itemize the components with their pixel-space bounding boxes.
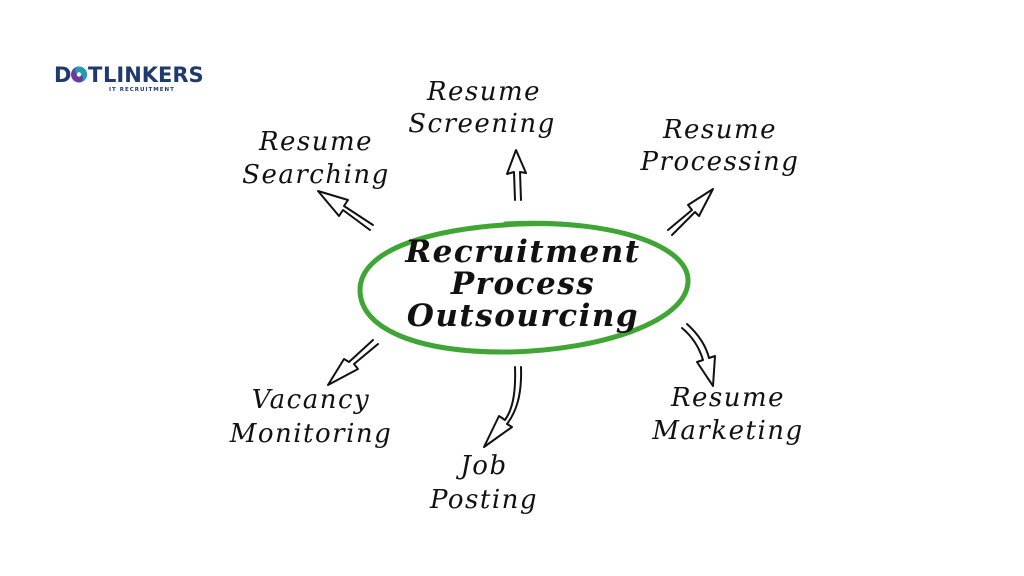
- node-resume-processing-line-2: Processing: [640, 147, 800, 177]
- node-resume-screening-line-1: Resume: [426, 77, 541, 107]
- logo-letter-t: T: [88, 63, 103, 87]
- node-resume-searching-line-1: Resume: [258, 127, 373, 157]
- node-vacancy-monitoring: Vacancy Monitoring: [229, 385, 393, 449]
- node-resume-processing: Resume Processing: [640, 115, 800, 177]
- svg-text:T: T: [88, 63, 103, 87]
- center-line-2: Process: [450, 266, 595, 302]
- node-vacancy-monitoring-line-1: Vacancy: [252, 385, 370, 415]
- center-line-1: Recruitment: [404, 234, 640, 270]
- center-line-3: Outsourcing: [407, 298, 639, 334]
- node-resume-processing-line-1: Resume: [662, 115, 777, 145]
- node-resume-marketing-line-2: Marketing: [651, 416, 803, 446]
- arrow-to-resume-searching-icon: [317, 190, 374, 231]
- logo-linkers: LINKERS: [103, 63, 204, 87]
- node-vacancy-monitoring-line-2: Monitoring: [229, 419, 393, 449]
- arrow-to-resume-marketing-icon: [681, 323, 716, 387]
- arrow-to-vacancy-monitoring-icon: [327, 339, 379, 386]
- center-title: Recruitment Process Outsourcing: [404, 234, 640, 334]
- node-resume-screening-line-2: Screening: [408, 109, 556, 139]
- arrow-to-resume-screening-icon: [506, 149, 527, 201]
- node-job-posting-line-2: Posting: [429, 485, 538, 515]
- logo-tagline: IT RECRUITMENT: [109, 87, 175, 93]
- node-resume-screening: Resume Screening: [408, 77, 556, 139]
- arrow-to-job-posting-icon: [483, 366, 523, 448]
- dotlinkers-logo: D T LINKERS IT RECRUITMENT: [54, 63, 204, 93]
- logo-o-mark-icon: [71, 66, 87, 83]
- node-resume-searching: Resume Searching: [242, 127, 390, 190]
- center-ellipse: [357, 220, 691, 355]
- svg-text:D: D: [54, 63, 71, 87]
- arrow-to-resume-processing-icon: [667, 188, 714, 236]
- node-resume-searching-line-2: Searching: [242, 160, 390, 190]
- logo-letter-d: D: [54, 63, 71, 87]
- node-resume-marketing: Resume Marketing: [651, 383, 803, 446]
- node-job-posting-line-1: Job: [455, 451, 507, 481]
- node-resume-marketing-line-1: Resume: [670, 383, 785, 413]
- node-job-posting: Job Posting: [429, 451, 538, 515]
